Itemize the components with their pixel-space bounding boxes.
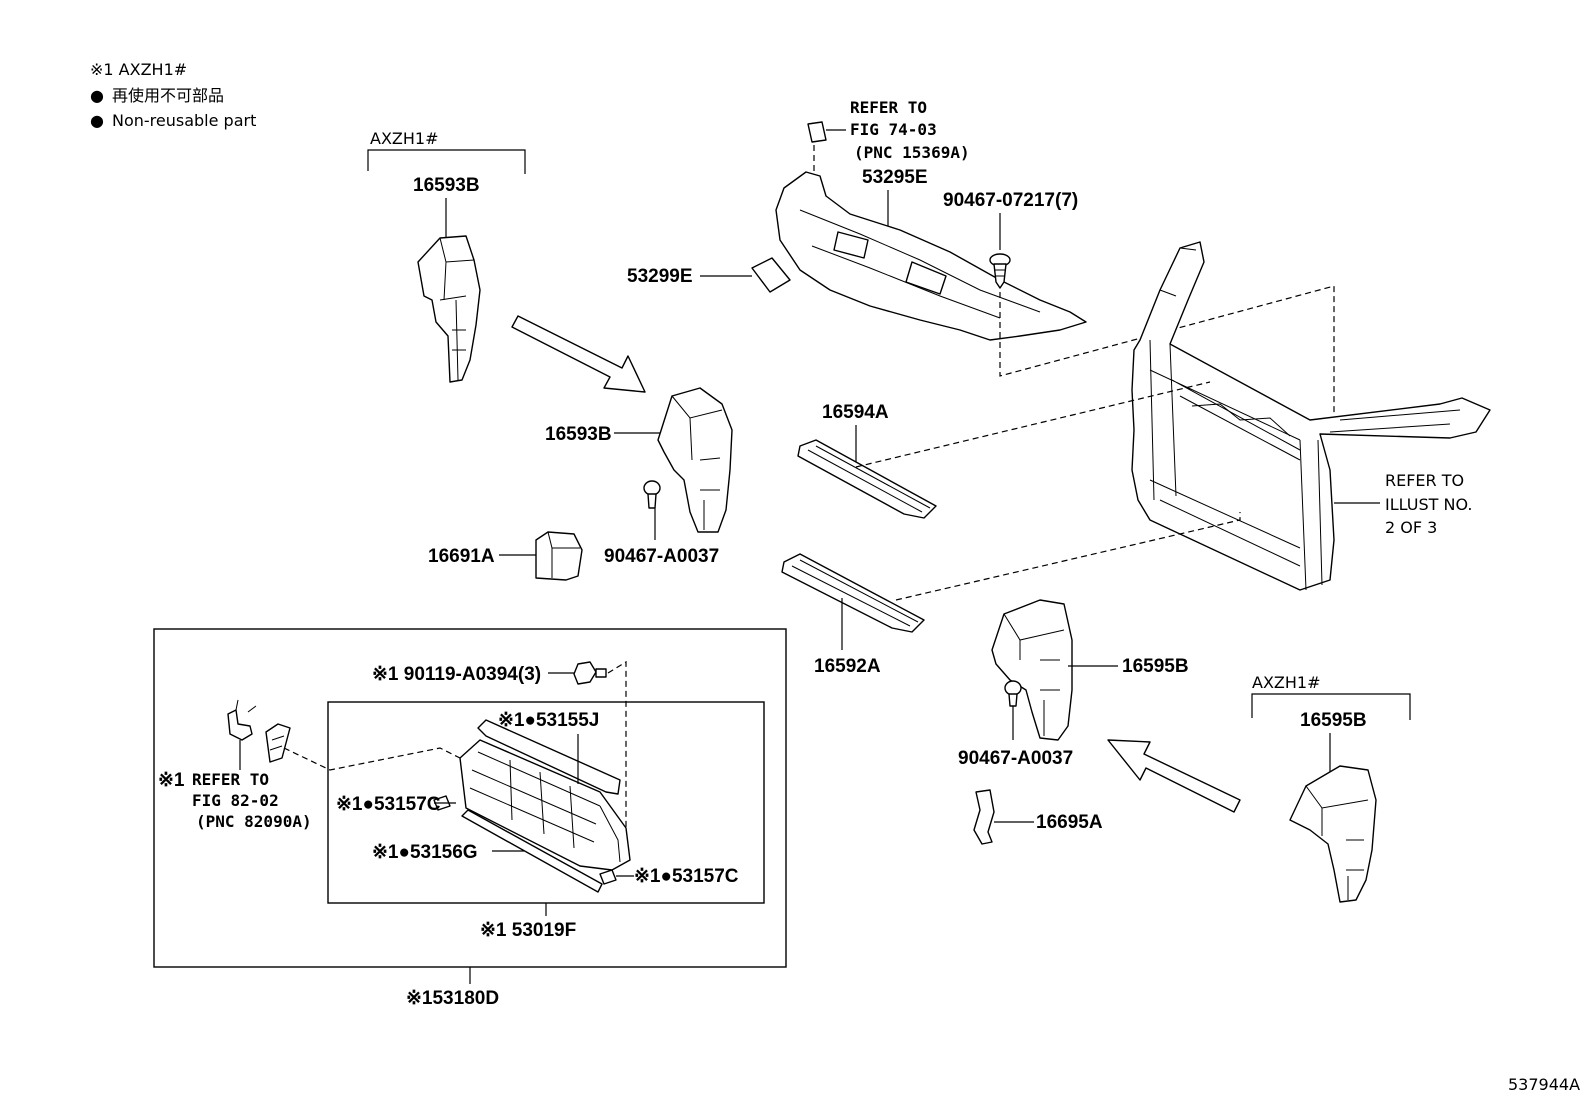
legend-bullet-jp: ● xyxy=(90,86,104,105)
part-16595b-right xyxy=(1289,765,1377,903)
diagram-id: 537944A xyxy=(1508,1075,1580,1094)
dash-bolt-to-shutter xyxy=(607,660,627,840)
label-90467-07217: 90467-07217(7) xyxy=(943,190,1078,211)
direction-arrow-right xyxy=(1107,739,1241,813)
part-16695a xyxy=(973,789,995,845)
variant-bracket-right-label: AXZH1# xyxy=(1252,673,1320,692)
label-53157c-right: ※1●53157C xyxy=(634,866,739,887)
ref-fig74-line3: (PNC 15369A) xyxy=(854,143,970,162)
label-16593b-mid: 16593B xyxy=(545,424,612,445)
label-90467-a0037-left: 90467-A0037 xyxy=(604,546,719,567)
clip-90467-07217 xyxy=(989,253,1011,289)
variant-bracket-left xyxy=(367,149,526,174)
ref-fig74-line1: REFER TO xyxy=(850,98,927,117)
clip-90467-a0037-left xyxy=(643,480,661,509)
legend-bullet-en: ● xyxy=(90,111,104,130)
dash-16592a-to-support xyxy=(895,512,1241,601)
part-radiator-support xyxy=(1131,241,1491,591)
part-16691a xyxy=(535,531,583,581)
part-53299e xyxy=(751,257,791,293)
dash-16594a-to-support xyxy=(855,381,1211,468)
label-53019f: ※1 53019F xyxy=(480,920,576,941)
label-16595b-right: 16595B xyxy=(1300,710,1367,731)
label-53180d: ※153180D xyxy=(406,988,499,1009)
dash-53295e-to-support xyxy=(999,285,1335,416)
variant-bracket-right xyxy=(1251,693,1411,720)
label-16595b-mid: 16595B xyxy=(1122,656,1189,677)
ref-fig82-line1: REFER TO xyxy=(192,770,269,789)
legend-variant-note: ※1 AXZH1# xyxy=(90,60,187,79)
label-16592a: 16592A xyxy=(814,656,881,677)
part-16593b-mid xyxy=(657,387,733,533)
ref-fig82-line2: FIG 82-02 xyxy=(192,791,279,810)
ref-fig82-line3: (PNC 82090A) xyxy=(196,812,312,831)
part-ref-15369a xyxy=(807,121,827,143)
ref-illust-line1: REFER TO xyxy=(1385,471,1464,490)
ref-fig74-line2: FIG 74-03 xyxy=(850,120,937,139)
part-16593b-top xyxy=(417,235,481,383)
label-53299e: 53299E xyxy=(627,266,693,287)
label-16594a: 16594A xyxy=(822,402,889,423)
label-16691a: 16691A xyxy=(428,546,495,567)
label-90467-a0037-right: 90467-A0037 xyxy=(958,748,1073,769)
label-16695a: 16695A xyxy=(1036,812,1103,833)
part-shutter-assembly xyxy=(459,739,631,871)
ref-illust-line3: 2 OF 3 xyxy=(1385,518,1437,537)
part-16592a xyxy=(781,553,925,633)
legend-non-reusable-en: Non-reusable part xyxy=(112,111,256,130)
bolt-90119-a0394 xyxy=(573,661,607,685)
dash-ref-to-shutter xyxy=(283,747,461,771)
ref-fig82-prefix: ※1 xyxy=(158,770,185,791)
label-53155j: ※1●53155J xyxy=(498,710,599,731)
direction-arrow-left xyxy=(511,315,646,393)
part-53157c-right xyxy=(599,869,617,885)
part-16595b-mid xyxy=(991,599,1073,741)
ref-illust-line2: ILLUST NO. xyxy=(1385,495,1472,514)
part-53155j xyxy=(477,719,621,795)
clip-90467-a0037-right xyxy=(1004,680,1022,707)
label-90119-a0394: ※1 90119-A0394(3) xyxy=(372,664,541,685)
part-53295e xyxy=(775,171,1087,341)
label-16593b-top: 16593B xyxy=(413,175,480,196)
label-53295e: 53295E xyxy=(862,167,928,188)
label-53157c-left: ※1●53157C xyxy=(336,794,441,815)
legend-non-reusable-jp: 再使用不可部品 xyxy=(112,86,224,105)
variant-bracket-left-label: AXZH1# xyxy=(370,129,438,148)
part-53156g xyxy=(461,809,603,893)
label-53156g: ※1●53156G xyxy=(372,842,478,863)
part-ref-bracket xyxy=(265,723,291,763)
part-ref-82090a xyxy=(227,699,257,741)
part-16594a xyxy=(797,439,937,519)
